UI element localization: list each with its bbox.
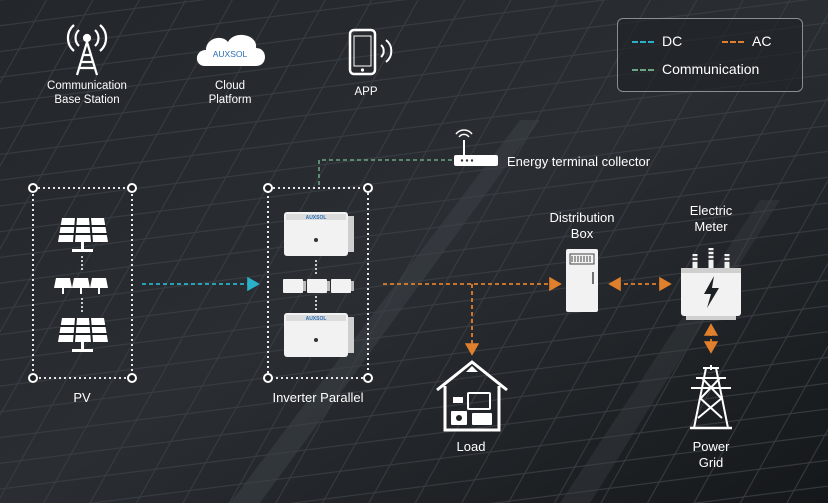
legend: DC AC Communication bbox=[617, 18, 803, 92]
radio-tower-icon bbox=[66, 24, 108, 76]
distribution-box-icon bbox=[566, 249, 598, 312]
communication-line bbox=[318, 159, 452, 188]
inverter-row-icon bbox=[283, 279, 354, 293]
cloud-label-line2: Platform bbox=[208, 94, 252, 106]
cloud-label-line1: Cloud bbox=[214, 80, 246, 92]
legend-item-communication: Communication bbox=[632, 61, 759, 77]
legend-communication-label: Communication bbox=[662, 61, 760, 77]
grid-label: Power Grid bbox=[671, 439, 751, 471]
legend-dc-label: DC bbox=[662, 33, 683, 49]
transmission-tower-icon bbox=[690, 365, 732, 430]
inverter-group: AUXSOL AUXSOL bbox=[263, 183, 373, 383]
collector-label: Energy terminal collector bbox=[507, 154, 651, 169]
legend-ac-swatch bbox=[722, 41, 744, 44]
solar-panel-row-icon bbox=[54, 278, 108, 294]
distribution-label: Distribution Box bbox=[532, 210, 632, 242]
inverter-brand-top: AUXSOL bbox=[306, 215, 327, 221]
legend-dc-swatch bbox=[632, 41, 654, 44]
inverter-brand-bottom: AUXSOL bbox=[306, 316, 327, 322]
solar-panel-icon bbox=[58, 317, 108, 352]
electric-meter-icon bbox=[681, 248, 741, 320]
load-label: Load bbox=[456, 439, 486, 454]
base-station-label-line2: Base Station bbox=[54, 94, 120, 106]
smartphone-icon bbox=[348, 28, 393, 76]
inverter-label: Inverter Parallel bbox=[272, 390, 364, 405]
meter-label: Electric Meter bbox=[661, 203, 761, 235]
distribution-label-line1: Distribution bbox=[549, 210, 615, 225]
base-station-label-line1: Communication bbox=[47, 80, 127, 92]
cloud-icon: AUXSOL bbox=[196, 34, 265, 66]
cloud-label: Cloud Platform bbox=[190, 79, 270, 107]
inverter-icon bbox=[284, 313, 354, 357]
legend-item-dc: DC bbox=[632, 33, 682, 49]
background-frame-beam bbox=[230, 120, 540, 503]
grid-label-line2: Grid bbox=[698, 455, 724, 470]
grid-label-line1: Power bbox=[692, 439, 730, 454]
legend-item-ac: AC bbox=[722, 33, 771, 49]
meter-label-line1: Electric bbox=[689, 203, 733, 218]
distribution-label-line2: Box bbox=[570, 226, 594, 241]
solar-panel-icon bbox=[58, 217, 108, 252]
pv-label: PV bbox=[73, 390, 91, 405]
router-icon bbox=[454, 129, 498, 166]
inverter-frame bbox=[267, 187, 369, 379]
meter-label-line2: Meter bbox=[694, 219, 728, 234]
base-station-label: Communication Base Station bbox=[37, 79, 137, 107]
legend-communication-swatch bbox=[632, 69, 654, 72]
inverter-icon bbox=[284, 212, 354, 256]
app-label: APP bbox=[354, 86, 378, 98]
pv-group bbox=[28, 183, 137, 383]
cloud-brand: AUXSOL bbox=[213, 49, 248, 59]
house-load-icon bbox=[436, 360, 508, 432]
legend-ac-label: AC bbox=[752, 33, 772, 49]
